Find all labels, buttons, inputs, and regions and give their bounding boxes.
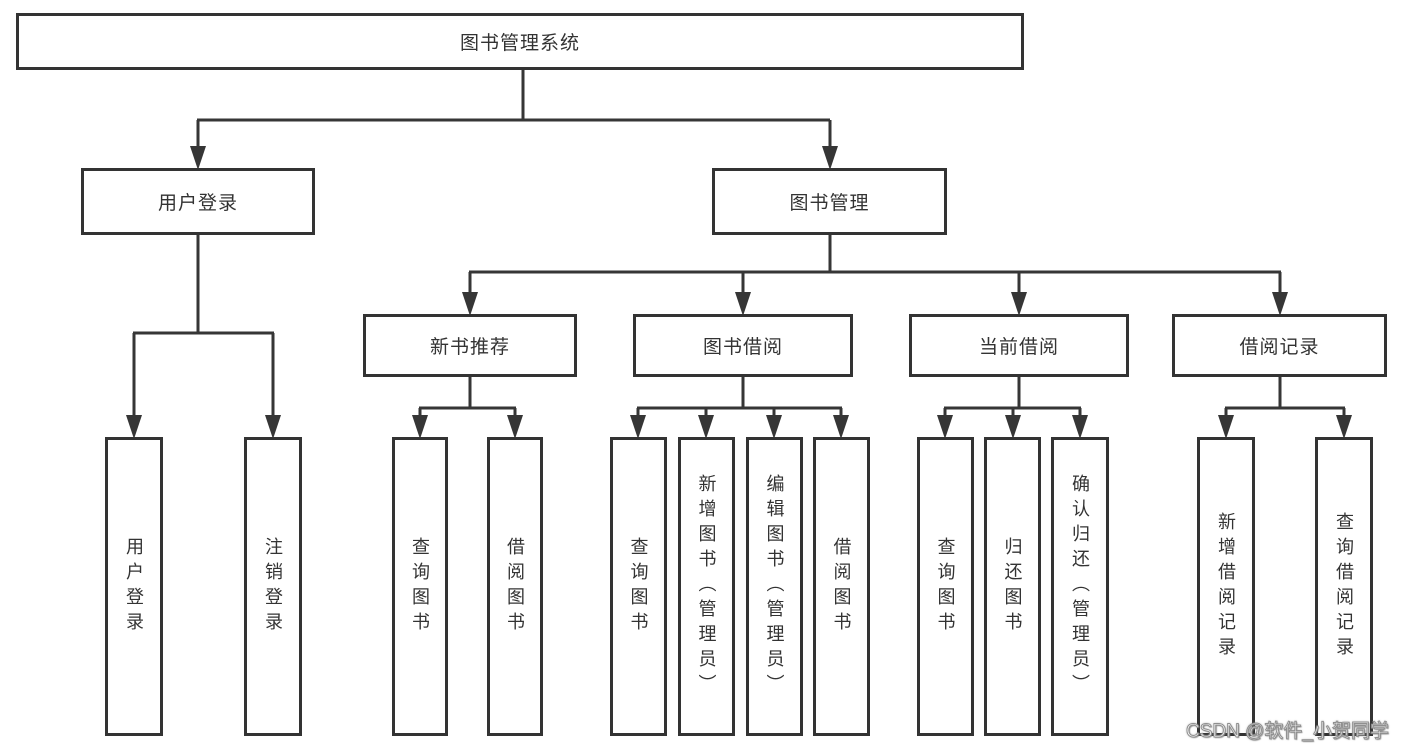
node-label: 当前借阅	[978, 337, 1059, 358]
node-return-books: 归还图书	[984, 437, 1041, 736]
node-borrow-records: 借阅记录	[1172, 314, 1387, 377]
arrowhead-icon	[1336, 415, 1352, 439]
node-label: 查询图书	[628, 536, 649, 637]
arrowhead-icon	[1218, 415, 1234, 439]
node-label: 注销登录	[263, 536, 283, 637]
node-label: 查询图书	[410, 536, 430, 637]
arrowhead-icon	[1011, 292, 1027, 316]
arrowhead-icon	[507, 415, 523, 439]
node-label: 查询图书	[935, 536, 956, 637]
node-label: 借阅记录	[1239, 337, 1320, 358]
node-label: 借阅图书	[505, 536, 525, 637]
node-user-login: 用户登录	[81, 168, 315, 235]
node-logout-leaf: 注销登录	[244, 437, 302, 736]
node-add-borrow-record: 新增借阅记录	[1197, 437, 1255, 736]
arrowhead-icon	[1272, 292, 1288, 316]
node-label: 图书管理系统	[459, 33, 580, 54]
arrowhead-icon	[265, 415, 281, 439]
node-new-book-recommend: 新书推荐	[363, 314, 577, 377]
node-label: 借阅图书	[831, 536, 852, 637]
arrowhead-icon	[126, 415, 142, 439]
node-book-management: 图书管理	[712, 168, 947, 235]
node-borrow-books-leaf: 借阅图书	[813, 437, 870, 736]
arrowhead-icon	[937, 415, 953, 439]
arrowhead-icon	[630, 415, 646, 439]
arrowhead-icon	[766, 415, 782, 439]
arrowhead-icon	[735, 292, 751, 316]
node-label: 归还图书	[1002, 536, 1023, 637]
node-user-login-leaf: 用户登录	[105, 437, 163, 736]
node-label: 用户登录	[124, 536, 144, 637]
node-label: 查询借阅记录	[1334, 511, 1354, 662]
node-label: 新书推荐	[429, 337, 510, 358]
arrowhead-icon	[190, 146, 206, 170]
node-label: 新增图书（管理员）	[696, 474, 717, 699]
node-label: 确认归还（管理员）	[1070, 474, 1090, 699]
node-confirm-return-admin: 确认归还（管理员）	[1051, 437, 1109, 736]
arrowhead-icon	[1072, 415, 1088, 439]
node-label: 图书管理	[789, 193, 870, 214]
node-query-books-borrow: 查询图书	[610, 437, 667, 736]
arrowhead-icon	[412, 415, 428, 439]
arrowhead-icon	[822, 146, 838, 170]
node-current-borrow: 当前借阅	[909, 314, 1129, 377]
node-borrow-books-recommend: 借阅图书	[487, 437, 543, 736]
arrowhead-icon	[462, 292, 478, 316]
node-edit-books-admin: 编辑图书（管理员）	[746, 437, 803, 736]
node-query-books-recommend: 查询图书	[392, 437, 448, 736]
csdn-watermark: CSDN @软件_小贺同学	[1186, 721, 1390, 743]
node-add-books-admin: 新增图书（管理员）	[678, 437, 735, 736]
node-label: 用户登录	[157, 193, 238, 214]
node-label: 图书借阅	[702, 337, 783, 358]
node-library-management-system: 图书管理系统	[16, 13, 1024, 70]
arrowhead-icon	[1005, 415, 1021, 439]
node-book-borrow: 图书借阅	[633, 314, 853, 377]
node-label: 新增借阅记录	[1216, 511, 1236, 662]
node-query-books-current: 查询图书	[917, 437, 974, 736]
arrowhead-icon	[833, 415, 849, 439]
arrowhead-icon	[698, 415, 714, 439]
node-label: 编辑图书（管理员）	[764, 474, 785, 699]
node-query-borrow-record: 查询借阅记录	[1315, 437, 1373, 736]
